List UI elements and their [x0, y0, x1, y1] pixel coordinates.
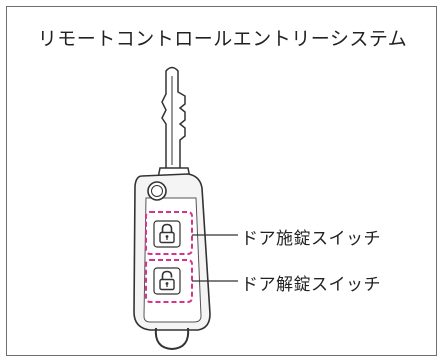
locked-padlock-icon	[159, 223, 175, 244]
lock-switch-button	[153, 220, 181, 248]
figure-title: リモートコントロールエントリーシステム	[37, 28, 408, 50]
unlock-switch-label: ドア解錠スイッチ	[241, 275, 381, 295]
figure-frame	[6, 6, 437, 356]
unlocked-padlock-icon	[159, 270, 175, 291]
key-ring	[154, 327, 190, 351]
unlock-switch-button	[153, 267, 181, 295]
key-blade	[161, 66, 186, 171]
unlock-switch-highlight	[145, 259, 193, 303]
lock-switch-label: ドア施錠スイッチ	[241, 229, 381, 249]
lock-switch-highlight	[145, 211, 193, 255]
release-button	[147, 181, 167, 201]
